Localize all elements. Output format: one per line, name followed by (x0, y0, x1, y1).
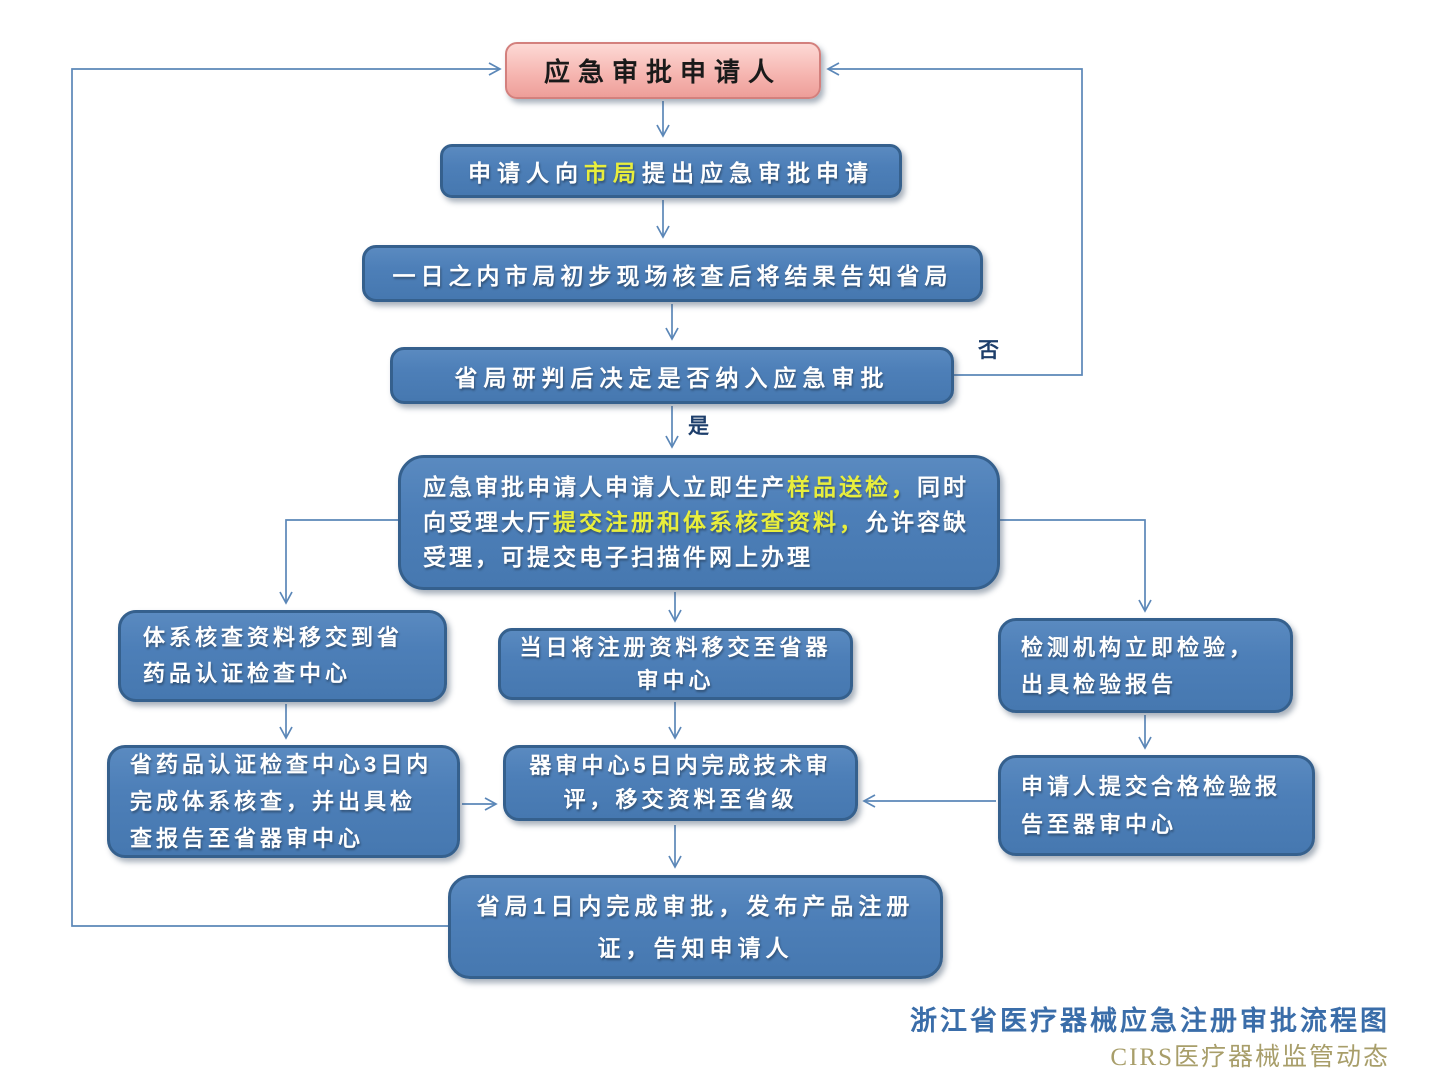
node-apply-to-city-bureau-label: 申请人向市局提出应急审批申请 (468, 160, 874, 186)
node-emergency-applicant: 应急审批申请人 (505, 42, 821, 99)
node-produce-samples-and-submit: 应急审批申请人申请人立即生产样品送检，同时向受理大厅提交注册和体系核查资料，允许… (398, 455, 1000, 590)
node-system-dossier-transfer: 体系核查资料移交到省药品认证检查中心 (118, 610, 447, 702)
node-testing-agency-inspection: 检测机构立即检验，出具检验报告 (998, 618, 1293, 713)
node-registration-dossier-transfer: 当日将注册资料移交至省器审中心 (498, 628, 853, 700)
caption-title: 浙江省医疗器械应急注册审批流程图 (910, 1006, 1390, 1036)
highlight-sample-inspection: 样品送检， (787, 474, 917, 500)
branch-label-yes: 是 (688, 415, 709, 438)
node-apply-to-city-bureau: 申请人向市局提出应急审批申请 (440, 144, 902, 198)
node-city-initial-site-check: 一日之内市局初步现场核查后将结果告知省局 (362, 245, 983, 302)
node-submit-qualified-report: 申请人提交合格检验报告至器审中心 (998, 755, 1315, 856)
node-system-verification-3-days: 省药品认证检查中心3日内完成体系核查，并出具检查报告至省器审中心 (107, 745, 460, 858)
node-technical-review-5-days-label: 器审中心5日内完成技术审评，移交资料至省级 (529, 753, 832, 812)
connector-produce-to-test-inspect (1000, 519, 1152, 613)
node-registration-dossier-transfer-label: 当日将注册资料移交至省器审中心 (519, 635, 832, 693)
node-system-dossier-transfer-label: 体系核查资料移交到省药品认证检查中心 (143, 625, 404, 686)
node-submit-qualified-report-label: 申请人提交合格检验报告至器审中心 (1021, 773, 1282, 837)
node-technical-review-5-days: 器审中心5日内完成技术审评，移交资料至省级 (503, 745, 858, 821)
node-province-decision: 省局研判后决定是否纳入应急审批 (390, 347, 954, 404)
node-produce-samples-and-submit-label: 应急审批申请人申请人立即生产样品送检，同时向受理大厅提交注册和体系核查资料，允许… (423, 474, 969, 570)
highlight-submit-dossier: 提交注册和体系核查资料， (553, 509, 865, 535)
branch-label-no: 否 (978, 339, 999, 362)
node-testing-agency-inspection-label: 检测机构立即检验，出具检验报告 (1021, 634, 1256, 697)
node-province-decision-label: 省局研判后决定是否纳入应急审批 (454, 364, 890, 391)
connector-produce-to-sys-transfer (279, 519, 398, 605)
node-system-verification-3-days-label: 省药品认证检查中心3日内完成体系核查，并出具检查报告至省器审中心 (130, 752, 433, 851)
node-province-approval-1-day-label: 省局1日内完成审批，发布产品注册证，告知申请人 (476, 893, 915, 961)
node-emergency-applicant-label: 应急审批申请人 (543, 57, 782, 87)
connector-approve-back-to-applicant (71, 62, 502, 927)
caption-watermark: CIRS医疗器械监管动态 (1110, 1044, 1390, 1071)
node-city-initial-site-check-label: 一日之内市局初步现场核查后将结果告知省局 (392, 262, 953, 289)
node-province-approval-1-day: 省局1日内完成审批，发布产品注册证，告知申请人 (448, 875, 943, 979)
connector-decision-no-to-applicant (826, 62, 1083, 376)
highlight-city-bureau: 市局 (584, 160, 642, 186)
